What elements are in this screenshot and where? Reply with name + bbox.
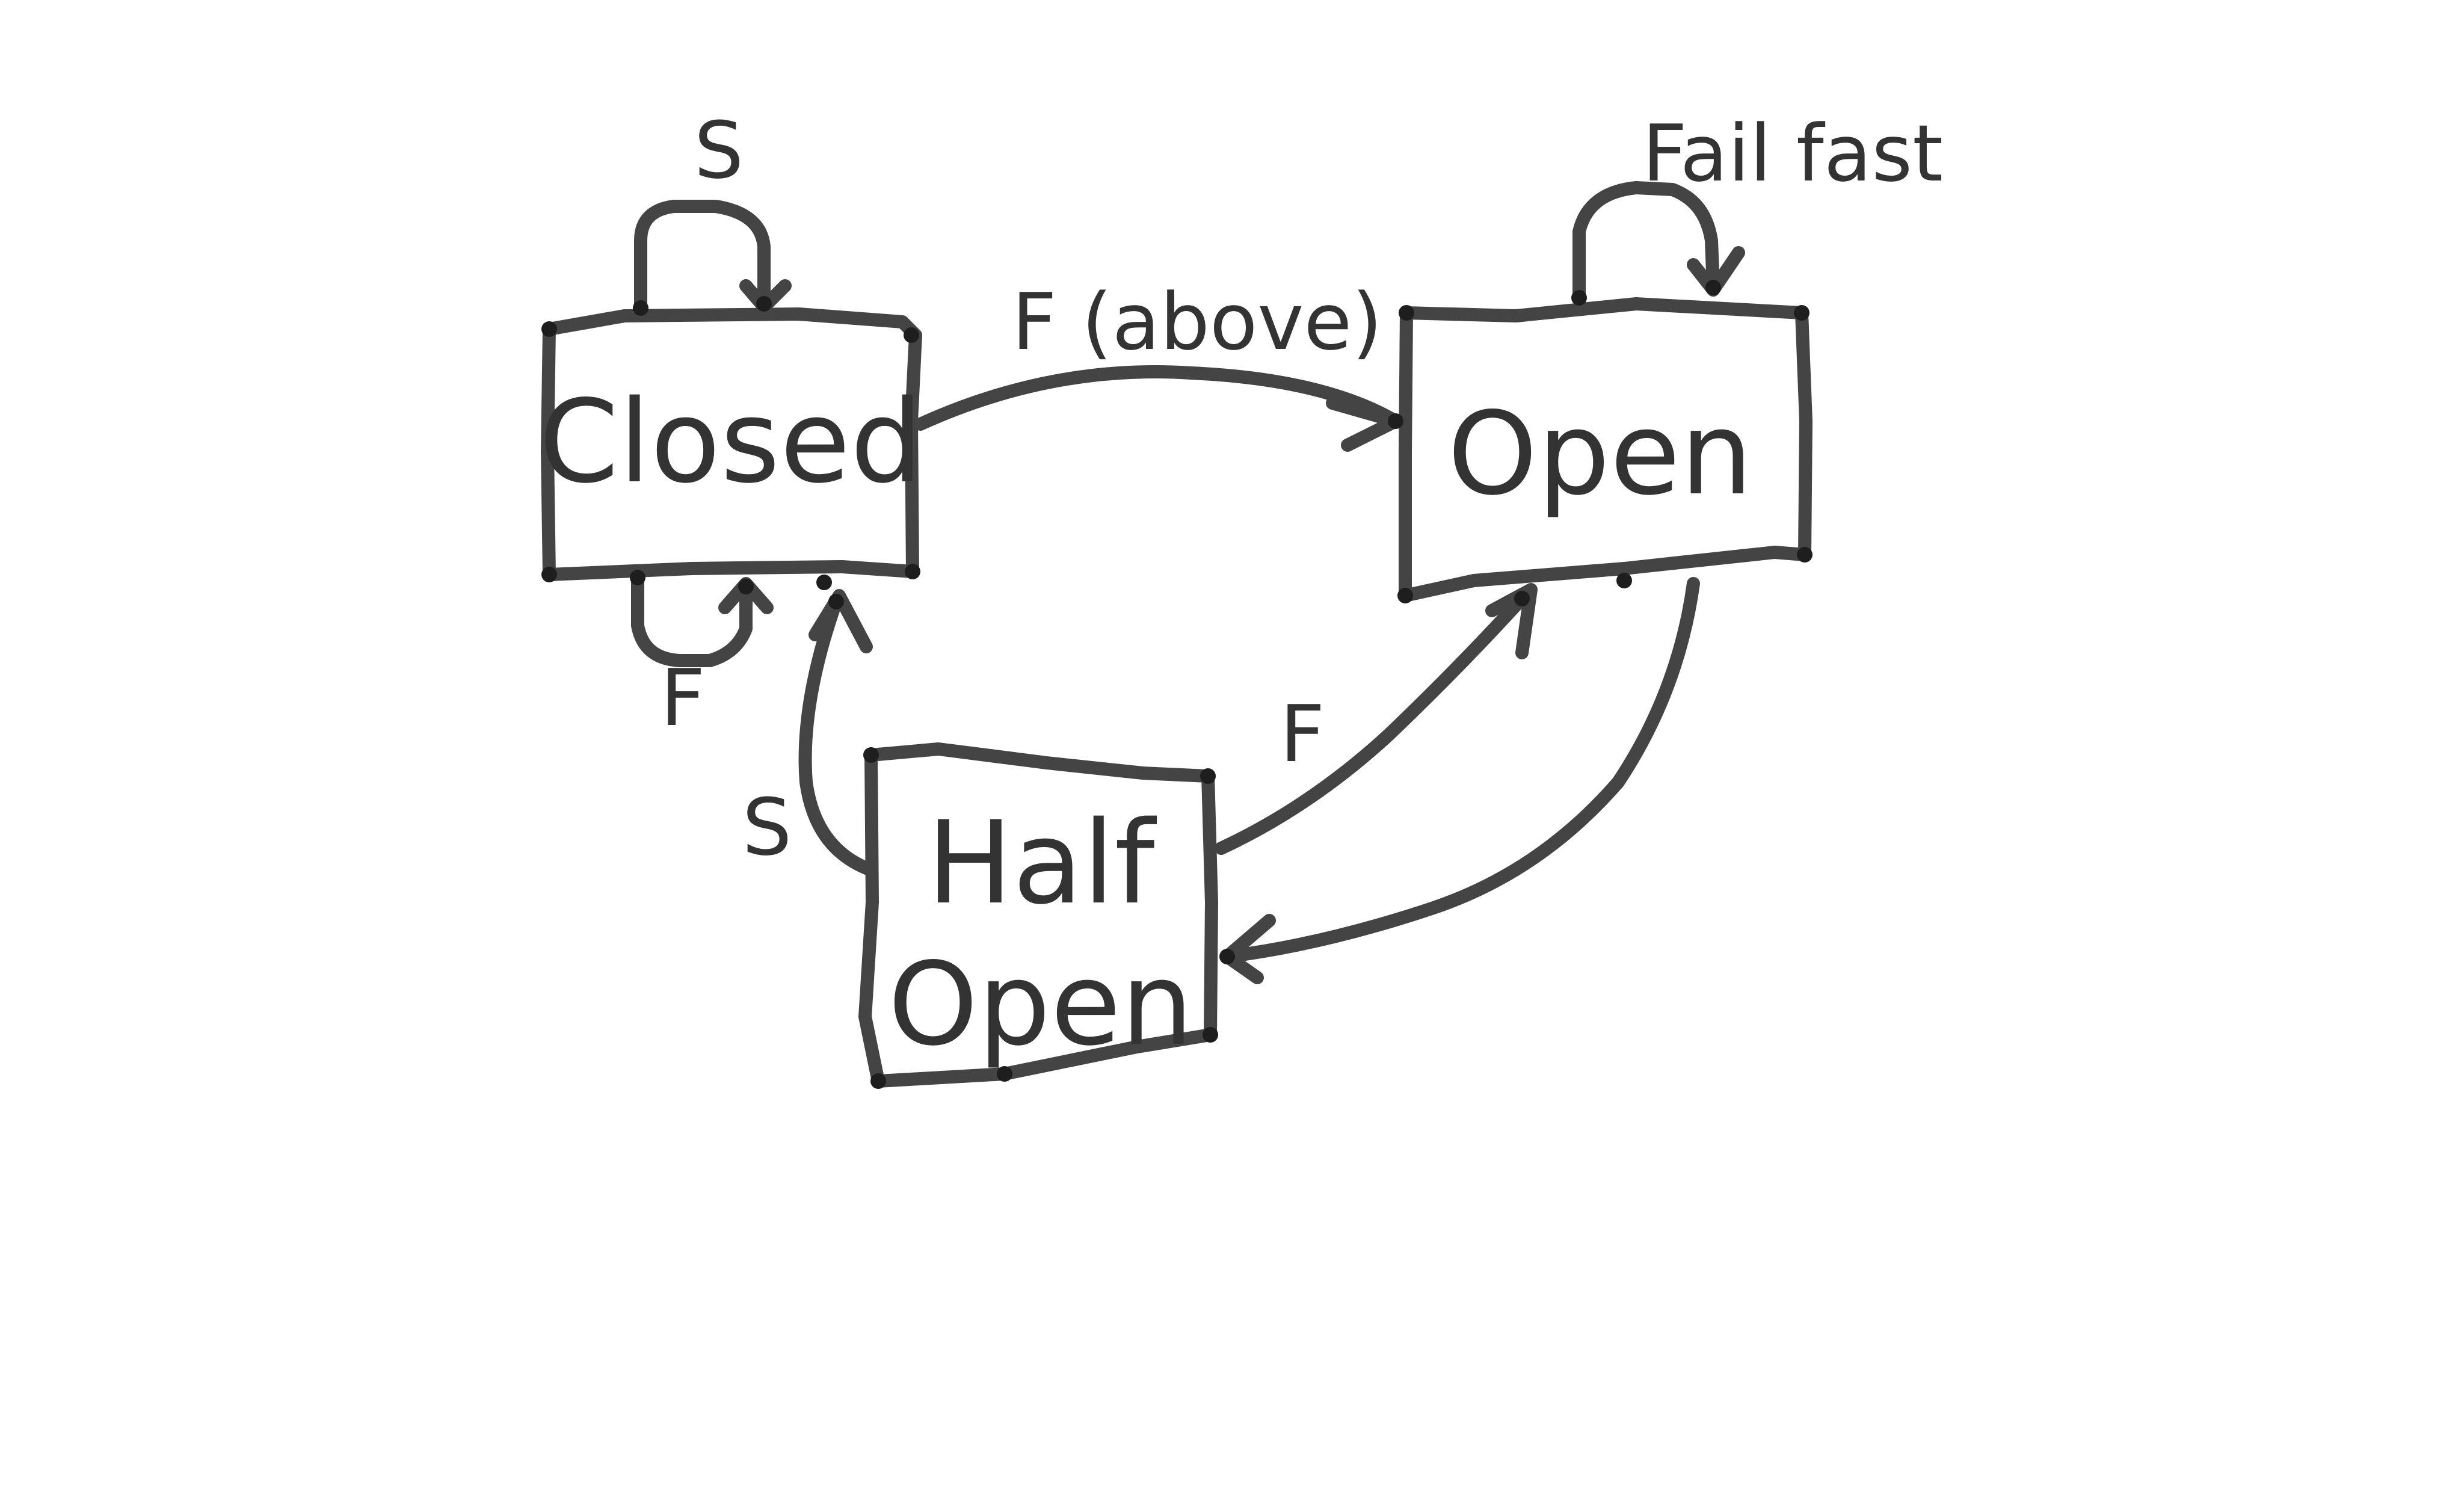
marker-dot [1397,588,1413,603]
marker-dot [828,594,844,609]
closed-self-top-label: S [694,105,744,196]
marker-dot [541,567,557,582]
marker-dot [633,300,648,316]
marker-dot [997,1066,1012,1082]
state-open: Open [1399,297,1813,602]
marker-dot [1219,949,1235,964]
state-closed-label: Closed [539,375,923,508]
transition-open-self: Fail fast [1572,108,1943,304]
marker-dot [905,564,920,579]
marker-dot [1203,1027,1218,1043]
marker-dot [1571,290,1587,306]
state-closed: Closed [539,307,923,581]
transition-half-open-to-closed: S [742,589,876,876]
open-to-half-open-arrow [1221,577,1700,963]
marker-dot [630,570,645,585]
half-open-to-open-arrowhead [1485,583,1538,659]
half-open-to-closed-label: S [742,782,792,873]
marker-dot [1797,547,1813,563]
marker-dot [904,327,919,343]
marker-dots [541,280,1813,1089]
transition-closed-self-bottom: F [631,571,774,744]
open-self-loop [1572,181,1720,304]
marker-dot [1514,591,1530,606]
marker-dot [1399,305,1414,321]
marker-dot [870,1073,886,1089]
transition-open-to-half-open [1221,577,1700,984]
state-closed-box [541,307,922,581]
transition-closed-to-open: F (above) [914,276,1402,452]
state-open-box [1399,297,1813,602]
marker-dot [1616,573,1632,588]
state-half-open-label-line1: Half [927,797,1157,930]
marker-dot [738,579,754,594]
closed-self-top-loop [634,200,771,315]
closed-to-open-arrow [914,365,1402,431]
half-open-to-open-arrow [1215,592,1529,855]
state-half-open-label-line2: Open [888,938,1193,1071]
state-half-open: Half Open [858,742,1218,1088]
marker-dot [1794,305,1810,321]
marker-dot [1200,768,1216,784]
transition-half-open-to-open: F [1215,583,1538,855]
marker-dot [1388,413,1403,429]
marker-dot [756,296,772,312]
open-self-label: Fail fast [1642,108,1943,199]
marker-dot [816,575,832,590]
marker-dot [541,321,557,337]
half-open-to-closed-arrow [798,595,876,876]
closed-to-open-label: F (above) [1012,276,1382,368]
marker-dot [1705,280,1721,295]
half-open-to-open-label: F [1280,688,1325,780]
closed-self-bottom-label: F [661,652,706,744]
closed-self-bottom-loop [631,571,753,667]
marker-dot [863,747,879,763]
state-open-label: Open [1447,387,1752,520]
transition-closed-self-top: S [634,105,792,315]
